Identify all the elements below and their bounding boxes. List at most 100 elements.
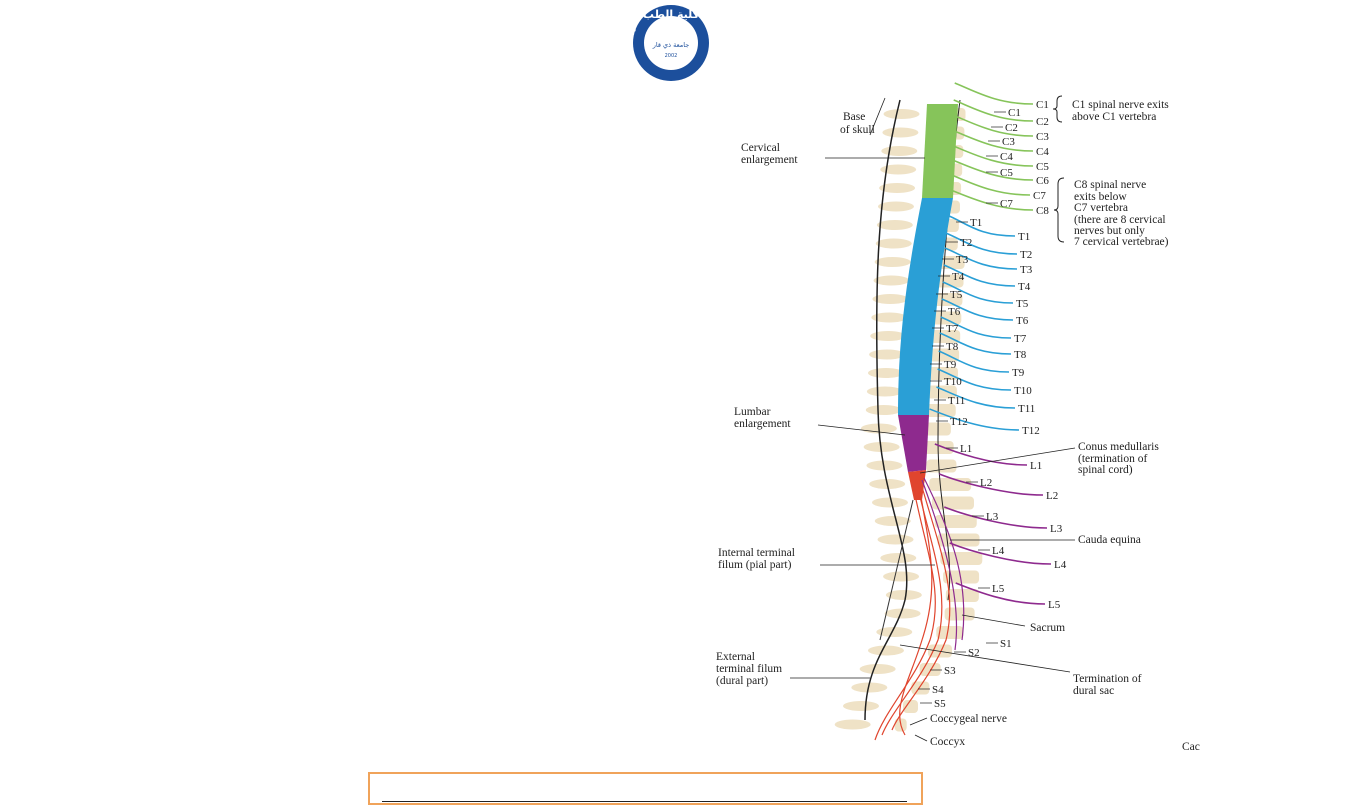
nerve-label-c5: C5 [1036,161,1049,173]
lumbar-enlargement-label-2: enlargement [734,418,791,430]
coccygeal-nerve-label: Coccygeal nerve [930,713,1007,725]
vertebra-label-t12: T12 [950,416,968,428]
vertebra-label-s4: S4 [932,684,944,696]
base-of-skull-label-1: Base [843,111,865,123]
spinal-nerve-t10 [937,368,1012,391]
college-logo: كلية الطب جامعة ذي قار 2002 College of M… [614,0,709,81]
spinal-nerve-c8 [948,188,1034,211]
logo-arabic-title: كلية الطب [643,8,700,21]
vertebra-label-s3: S3 [944,665,956,677]
spinous-process [869,349,906,360]
vertebra-label-l2: L2 [980,477,992,489]
c8-note-2: exits below [1074,191,1127,203]
spinal-nerve-t7 [940,316,1012,339]
vertebra-label-t3: T3 [956,254,969,266]
leader-lines [790,97,1076,742]
nerve-label-t4: T4 [1018,281,1031,293]
sacrum-label: Sacrum [1030,622,1065,634]
vertebra-label-c7: C7 [1000,198,1013,210]
vertebra-body [927,367,958,380]
spinous-process [872,294,909,304]
spinous-process [851,682,888,693]
spinal-nerve-t8 [939,332,1012,355]
spinous-process [885,590,922,600]
vertebra-label-t1: T1 [970,217,982,229]
nerve-label-l3: L3 [1050,523,1063,535]
nerve-label-c7: C7 [1033,190,1046,202]
spinal-nerve-t9 [938,350,1010,373]
vertebra-body [931,311,962,325]
spinous-process [879,183,916,193]
dural-sac-note-2: dural sac [1073,685,1114,697]
nerve-label-c4: C4 [1036,146,1049,158]
vertebra-label-t7: T7 [946,323,959,335]
vertebra-label-t2: T2 [960,237,972,249]
vertebra-label-t6: T6 [948,306,961,318]
spinous-process [876,627,913,637]
cervical-enlargement-label-1: Cervical [741,142,780,154]
c8-note-3: C7 vertebra [1074,202,1128,214]
nerve-label-c6: C6 [1036,175,1049,187]
base-of-skull-label-2: of skull [840,124,875,136]
external-filum-label-2: terminal filum [716,663,782,675]
vertebra-label-t8: T8 [946,341,959,353]
c1-note-1: C1 spinal nerve exits [1072,99,1169,111]
spinous-process [880,164,917,175]
vertebra-label-c4: C4 [1000,151,1013,163]
spinous-process [863,442,900,452]
vertebra-body [934,515,977,528]
spinous-process [880,553,917,563]
dural-sac-note-1: Termination of [1073,673,1142,685]
right-notes: C1 spinal nerve exits above C1 vertebra … [930,99,1200,753]
vertebra-labels: C1C2C3C4C5C7T1T2T3T4T5T6T7T8T9T10T11T12L… [918,107,1021,710]
spinous-process [867,368,904,378]
nerve-label-l2: L2 [1046,490,1058,502]
nerve-label-t6: T6 [1016,315,1029,327]
spinal-nerve-t2 [945,232,1018,255]
vertebra-body [926,459,957,473]
spinous-process [876,220,913,230]
spinous-process [883,571,920,582]
vertebra-label-l3: L3 [986,511,999,523]
spinous-process [881,146,918,156]
cervical-enlargement-label-2: enlargement [741,154,798,166]
spinous-process [843,701,879,711]
credit-label: Cac [1182,741,1200,753]
external-filum-label-1: External [716,651,755,663]
vertebra-label-l4: L4 [992,545,1005,557]
external-filum-label-3: (dural part) [716,675,768,687]
spinous-process [866,386,903,397]
vertebra-label-l5: L5 [992,583,1005,595]
spinal-nerve-l1 [934,443,1028,466]
vertebra-label-c1: C1 [1008,107,1021,119]
vertebra-label-t5: T5 [950,289,963,301]
vertebra-body [944,607,975,621]
logo-year: 2002 [665,53,678,59]
spinous-process [867,645,904,656]
vertebra-label-t9: T9 [944,359,957,371]
spinal-nerve-l2 [939,473,1044,496]
vertebra-label-c2: C2 [1005,122,1018,134]
vertebra-label-t10: T10 [944,376,962,388]
cervical-segment [922,104,958,198]
footer-rule [382,801,907,802]
spinous-process [866,460,903,471]
c8-note-1: C8 spinal nerve [1074,179,1146,191]
spinal-nerve-t11 [936,386,1016,409]
vertebra-label-s2: S2 [968,647,980,659]
spinous-process [884,608,921,619]
nerve-label-l1: L1 [1030,460,1042,472]
vertebra-body [929,478,972,491]
nerve-label-t10: T10 [1014,385,1032,397]
spinal-nerve-c4 [951,129,1034,152]
spinous-process [875,238,912,249]
nerve-label-t9: T9 [1012,367,1025,379]
thoracic-segment [898,198,953,415]
nerve-label-c3: C3 [1036,131,1049,143]
lumbar-enlargement-label-1: Lumbar [734,406,771,418]
spinous-process [874,516,911,526]
internal-filum-label-2: filum (pial part) [718,559,792,571]
nerve-label-c1: C1 [1036,99,1049,111]
conus-note-1: Conus medullaris [1078,441,1159,453]
c8-note-4: (there are 8 cervical [1074,214,1166,226]
